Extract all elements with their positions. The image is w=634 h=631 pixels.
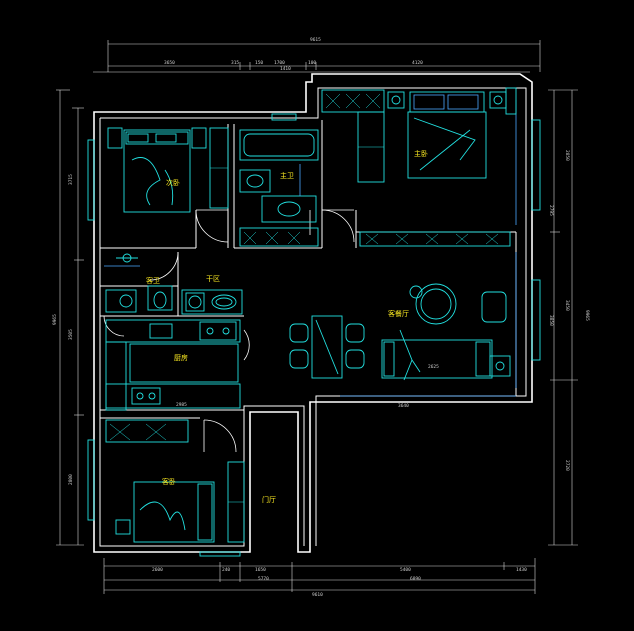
kitchen: 2985 [105,319,241,411]
dim-living-width: 3640 [398,403,409,409]
dim-lower-right-a: 2795 [548,205,554,216]
dim-lower-right-b: 3850 [548,315,554,326]
dim-top-right: 4120 [412,60,423,66]
dim-bottom-s2: 1650 [255,567,266,573]
dim-bottom-r3: 1430 [516,567,527,573]
label-kitchen: 厨房 [174,353,188,362]
dim-top-mid: 1700 [274,60,285,66]
living-dining: 2625 3640 [289,283,516,409]
dim-right-a: 2850 [564,150,570,161]
dim-bottom-r1: 5400 [400,567,411,573]
dim-right-c: 2720 [564,460,570,471]
label-second-bedroom: 次卧 [166,178,180,187]
master-bath [239,129,319,247]
dimension-labels: 9615 3650 315 1700 150 1410 100 4120 260… [52,37,590,598]
doors [103,209,355,453]
dim-left-a: 3715 [68,174,74,185]
dim-right-total: 9965 [584,310,590,321]
dim-bottom-left: 2600 [152,567,163,573]
label-master-bedroom: 主卧 [414,149,428,158]
guest-bath [104,253,173,313]
label-master-bath: 主卫 [280,171,294,180]
master-bedroom [321,87,517,247]
dim-left-c: 2800 [68,474,74,485]
dimension-lines [56,40,578,594]
dim-bottom-total: 9610 [312,592,323,598]
dim-bottom-s1: 240 [222,567,230,573]
room-labels: 次卧 主卧 主卫 客卫 干区 厨房 客餐厅 客卧 门厅 [146,149,428,504]
dim-right-b: 3450 [564,300,570,311]
label-laundry: 干区 [206,275,220,283]
third-bedroom [105,419,245,543]
dim-top-s1: 315 [231,60,239,66]
dim-kitchen-width: 2985 [176,402,187,408]
dim-top-left: 3650 [164,60,175,66]
label-entrance: 门厅 [262,495,276,504]
label-third-bedroom: 客卧 [162,477,176,486]
dim-left-total: 9965 [52,314,58,325]
dim-top-s4: 100 [308,60,316,66]
dim-bottom-mid: 5770 [258,576,269,582]
laundry-area [181,289,243,315]
dim-bottom-r2: 6890 [410,576,421,582]
label-living-dining: 客餐厅 [388,309,409,318]
second-bedroom [107,127,229,213]
dim-top-s2: 150 [255,60,263,66]
dim-left-b: 3505 [68,329,74,340]
label-guest-bath: 客卫 [146,276,160,285]
dim-top-total: 9615 [310,37,321,43]
dim-sofa-length: 2625 [428,364,439,370]
dim-top-s3: 1410 [280,66,291,72]
